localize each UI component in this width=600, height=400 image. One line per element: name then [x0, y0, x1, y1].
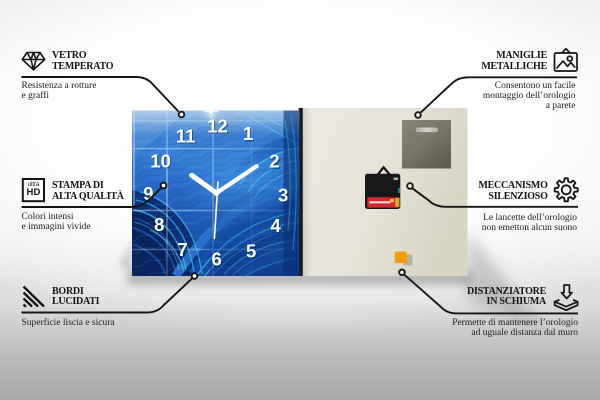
svg-text:12: 12: [207, 115, 228, 136]
svg-text:8: 8: [154, 214, 164, 235]
svg-text:1: 1: [244, 125, 254, 146]
svg-text:7: 7: [177, 239, 187, 260]
svg-text:3: 3: [278, 184, 288, 205]
svg-text:9: 9: [144, 185, 154, 206]
svg-text:4: 4: [271, 215, 282, 236]
svg-text:10: 10: [150, 150, 171, 171]
svg-text:7: 7: [178, 241, 188, 262]
svg-text:2: 2: [269, 151, 279, 172]
svg-text:1: 1: [243, 123, 253, 144]
svg-text:4: 4: [272, 216, 283, 237]
svg-text:8: 8: [155, 216, 165, 237]
svg-text:12: 12: [208, 117, 229, 138]
svg-text:5: 5: [246, 240, 256, 261]
svg-text:6: 6: [211, 249, 221, 270]
svg-text:11: 11: [176, 125, 196, 146]
svg-text:11: 11: [177, 127, 197, 148]
svg-text:2: 2: [270, 152, 280, 173]
svg-text:6: 6: [213, 250, 223, 271]
svg-text:10: 10: [151, 152, 172, 173]
svg-text:5: 5: [247, 242, 257, 263]
svg-text:3: 3: [279, 186, 289, 207]
svg-text:9: 9: [143, 183, 153, 204]
